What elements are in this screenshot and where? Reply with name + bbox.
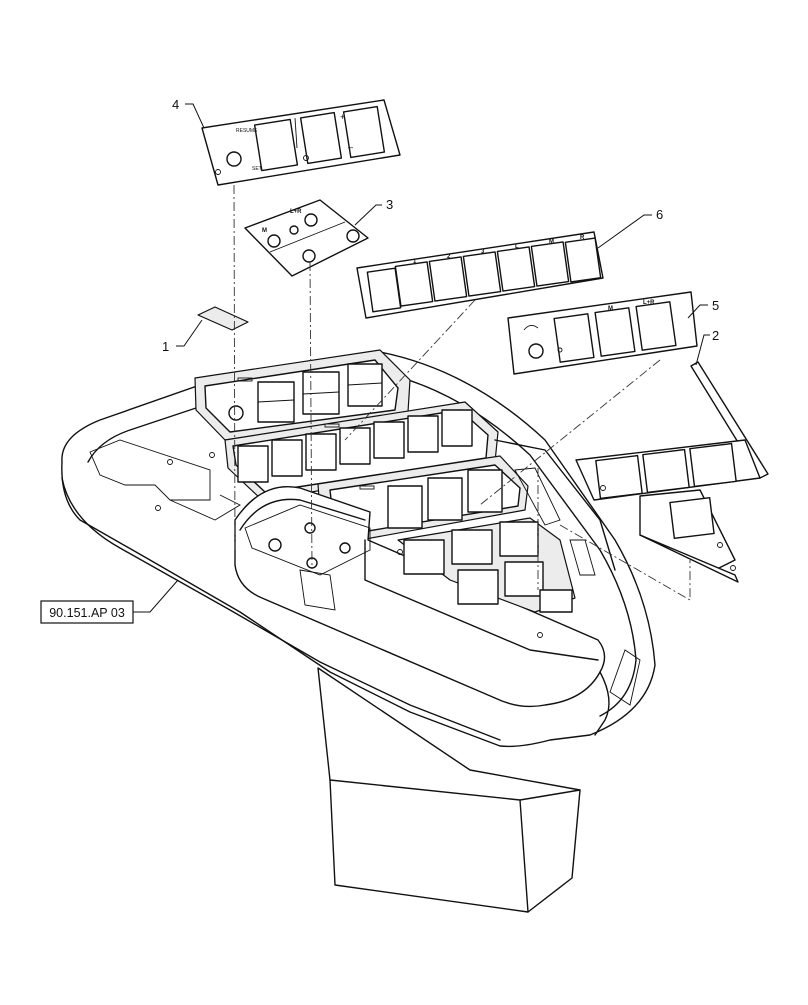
decal-4-plus: + [340, 112, 345, 122]
decal-6-label-m: M [549, 239, 554, 245]
callout-6: 6 [656, 207, 663, 222]
decal-4-label-set: SET [252, 166, 262, 172]
alignment-lines [233, 184, 691, 601]
armrest-console [61, 349, 656, 913]
decal-3-label-lr: L+R [290, 209, 302, 215]
callout-1: 1 [162, 339, 169, 354]
decal-6-label-3: 3 [481, 249, 485, 255]
decal-4-label-top: RESUME [236, 128, 258, 134]
decal-5-label-m: M [608, 306, 613, 312]
callout-3: 3 [386, 197, 393, 212]
decal-1 [197, 306, 249, 331]
callout-4: 4 [172, 97, 179, 112]
decal-4-minus: – [348, 142, 353, 152]
decal-6-label-1: 1 [413, 259, 417, 265]
callout-2: 2 [712, 328, 719, 343]
decal-2 [575, 361, 769, 583]
callout-leaders [133, 103, 710, 613]
reference-box-text: 90.151.AP 03 [49, 606, 125, 620]
decal-5-label-lr: L+R [643, 300, 655, 306]
callout-numbers: 1 2 3 4 5 6 [162, 97, 719, 354]
decal-3-label-m: M [262, 228, 267, 234]
decal-6-label-r: R [580, 235, 585, 241]
decal-6-label-l: L [515, 244, 519, 250]
decal-3: M L+R [244, 199, 369, 277]
decal-5: M L+R [507, 291, 698, 375]
reference-box: 90.151.AP 03 [40, 600, 134, 624]
callout-5: 5 [712, 298, 719, 313]
decal-6-label-2: 2 [447, 254, 451, 260]
decal-6: 1 2 3 L M R [356, 231, 604, 319]
decal-4: RESUME SET + – [201, 99, 401, 186]
